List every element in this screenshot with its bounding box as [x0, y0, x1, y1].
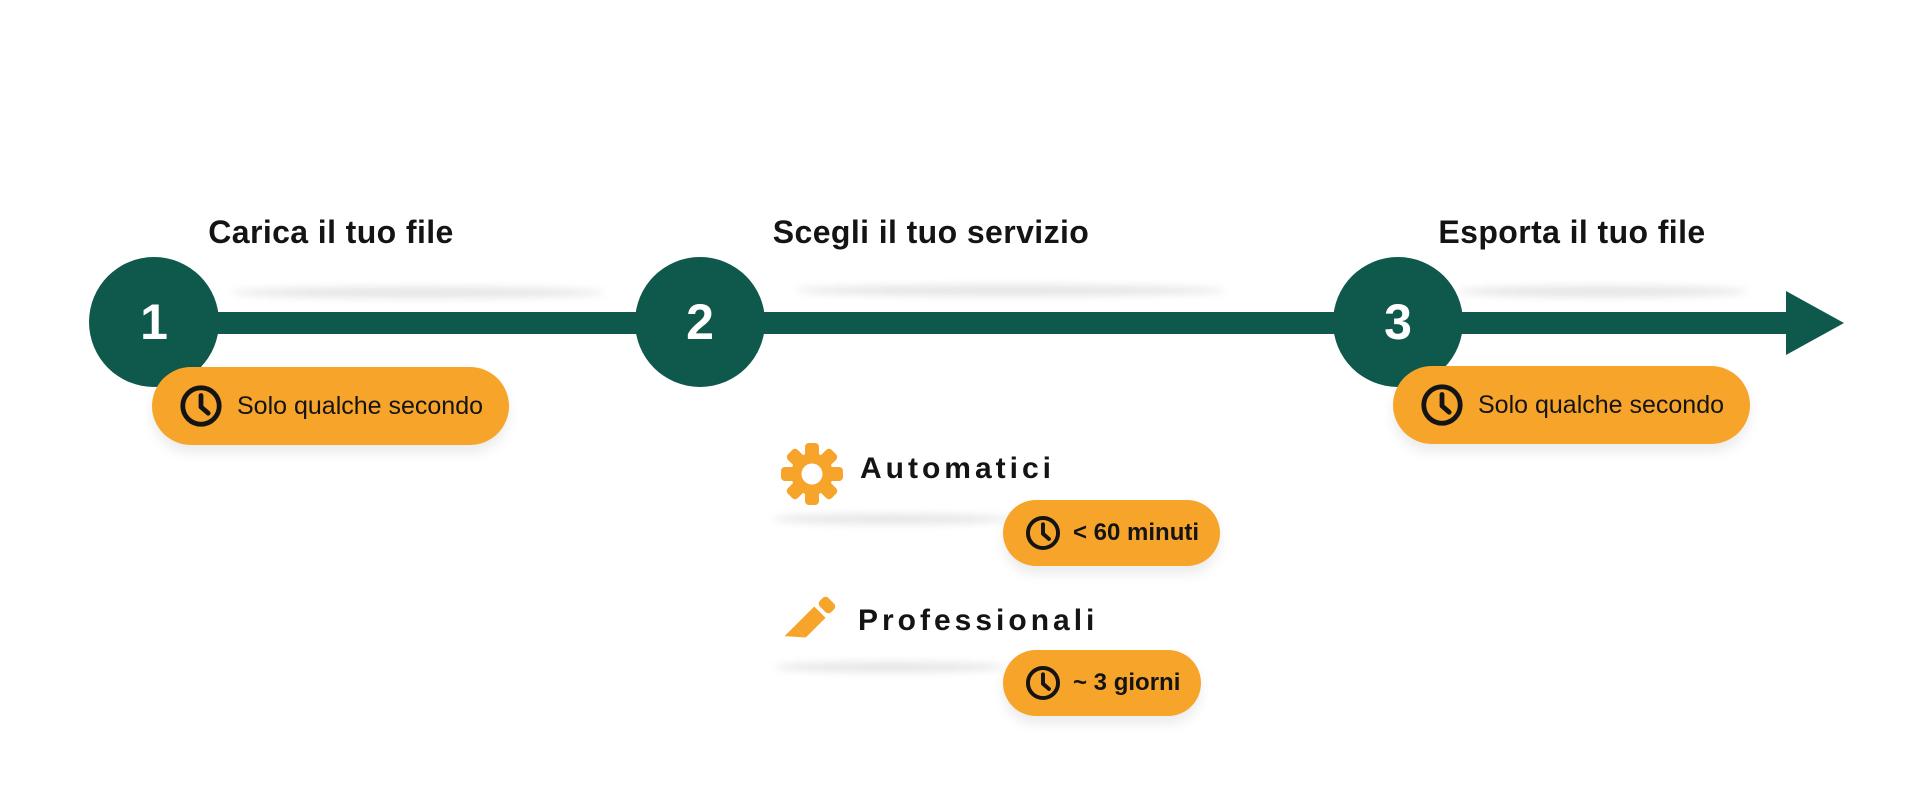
timeline-arrowhead-icon: [1786, 291, 1844, 355]
clock-icon: [1025, 515, 1061, 551]
gear-icon: [781, 443, 843, 505]
clock-icon: [1421, 384, 1463, 426]
step1-number: 1: [140, 294, 168, 350]
step3-title: Esporta il tuo file: [1438, 214, 1706, 250]
step1-duration-badge: Solo qualche secondo: [152, 367, 510, 445]
step1-duration-label: Solo qualche secondo: [237, 391, 484, 420]
option-professionali-duration-badge: ~ 3 giorni: [1003, 650, 1202, 716]
step3-number: 3: [1384, 294, 1412, 350]
option-professionali-duration-label: ~ 3 giorni: [1073, 669, 1181, 696]
clock-icon: [180, 385, 222, 427]
step3-circle: 3: [1333, 257, 1463, 387]
step2-title-shadow: [795, 285, 1225, 296]
step2-number: 2: [686, 294, 714, 350]
pencil-icon: [784, 596, 836, 638]
option-automatici-label: Automatici: [860, 452, 1056, 485]
step1-title-shadow: [232, 287, 604, 298]
option-automatici-duration-badge: < 60 minuti: [1003, 500, 1221, 566]
option-automatici-shadow: [772, 514, 1010, 524]
clock-icon: [1025, 665, 1061, 701]
step3-duration-label: Solo qualche secondo: [1478, 390, 1725, 419]
step3-title-shadow: [1458, 286, 1748, 297]
step1-circle: 1: [89, 257, 219, 387]
option-professionali-shadow: [774, 662, 1006, 672]
option-professionali-label: Professionali: [858, 604, 1099, 637]
step3-duration-badge: Solo qualche secondo: [1393, 366, 1751, 444]
timeline-bar: [154, 312, 1800, 334]
step2-circle: 2: [635, 257, 765, 387]
step2-title: Scegli il tuo servizio: [772, 214, 1090, 250]
step1-title: Carica il tuo file: [208, 214, 454, 250]
option-automatici-duration-label: < 60 minuti: [1073, 519, 1200, 546]
